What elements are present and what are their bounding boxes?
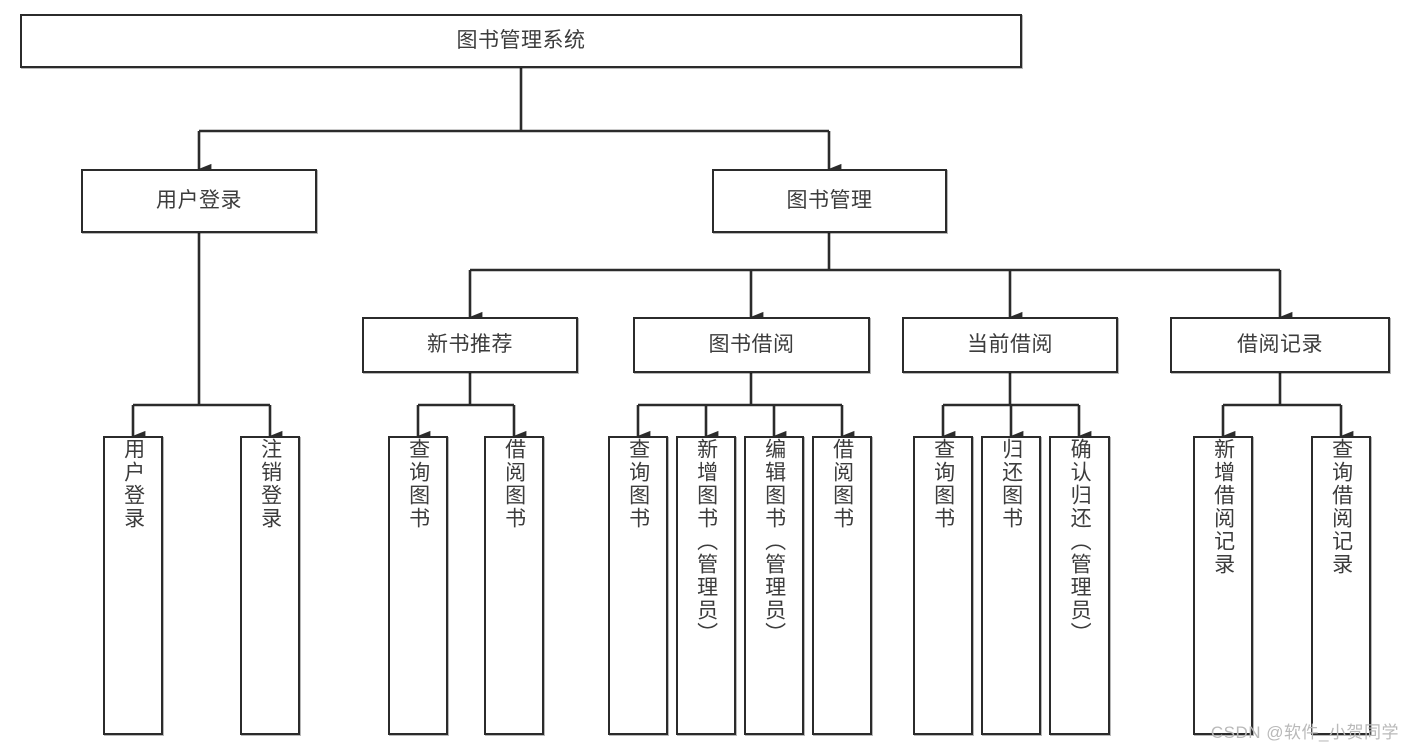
node-leaf-4[interactable]: 借阅图书 [484, 436, 544, 735]
node-level2-2[interactable]: 图书管理 [712, 169, 947, 233]
node-leaf-2[interactable]: 注销登录 [240, 436, 300, 735]
node-label: 编辑图书（管理员） [762, 438, 786, 645]
node-leaf-3[interactable]: 查询图书 [388, 436, 448, 735]
node-leaf-7[interactable]: 编辑图书（管理员） [744, 436, 804, 735]
node-label: 查询图书 [931, 438, 955, 530]
node-level3-1[interactable]: 新书推荐 [362, 317, 578, 373]
node-label: 借阅图书 [830, 438, 854, 530]
node-label: 查询图书 [406, 438, 430, 530]
node-label: 注销登录 [258, 438, 282, 530]
node-label: 确认归还（管理员） [1068, 438, 1092, 645]
node-level3-2[interactable]: 图书借阅 [633, 317, 870, 373]
node-label: 归还图书 [999, 438, 1023, 530]
node-label: 新增借阅记录 [1211, 438, 1235, 576]
node-label: 查询图书 [626, 438, 650, 530]
node-leaf-8[interactable]: 借阅图书 [812, 436, 872, 735]
node-label: 图书借阅 [708, 333, 795, 357]
node-leaf-11[interactable]: 确认归还（管理员） [1049, 436, 1110, 735]
node-label: 查询借阅记录 [1329, 438, 1353, 576]
node-label: 新增图书（管理员） [694, 438, 718, 645]
node-label: 借阅记录 [1237, 333, 1323, 357]
node-label: 用户登录 [121, 438, 145, 530]
node-leaf-5[interactable]: 查询图书 [608, 436, 668, 735]
node-level3-3[interactable]: 当前借阅 [902, 317, 1118, 373]
node-leaf-10[interactable]: 归还图书 [981, 436, 1041, 735]
node-leaf-1[interactable]: 用户登录 [103, 436, 163, 735]
node-leaf-12[interactable]: 新增借阅记录 [1193, 436, 1253, 735]
node-label: 用户登录 [156, 189, 242, 213]
node-label: 借阅图书 [502, 438, 526, 530]
node-label: 当前借阅 [967, 333, 1053, 357]
watermark-text: CSDN @软件_小贺同学 [1210, 723, 1399, 742]
node-label: 新书推荐 [427, 333, 513, 357]
node-label: 图书管理系统 [456, 29, 586, 53]
node-leaf-9[interactable]: 查询图书 [913, 436, 973, 735]
node-label: 图书管理 [786, 189, 873, 213]
node-root-system[interactable]: 图书管理系统 [20, 14, 1022, 68]
node-level3-4[interactable]: 借阅记录 [1170, 317, 1390, 373]
node-leaf-6[interactable]: 新增图书（管理员） [676, 436, 736, 735]
node-level2-1[interactable]: 用户登录 [81, 169, 317, 233]
node-leaf-13[interactable]: 查询借阅记录 [1311, 436, 1371, 735]
